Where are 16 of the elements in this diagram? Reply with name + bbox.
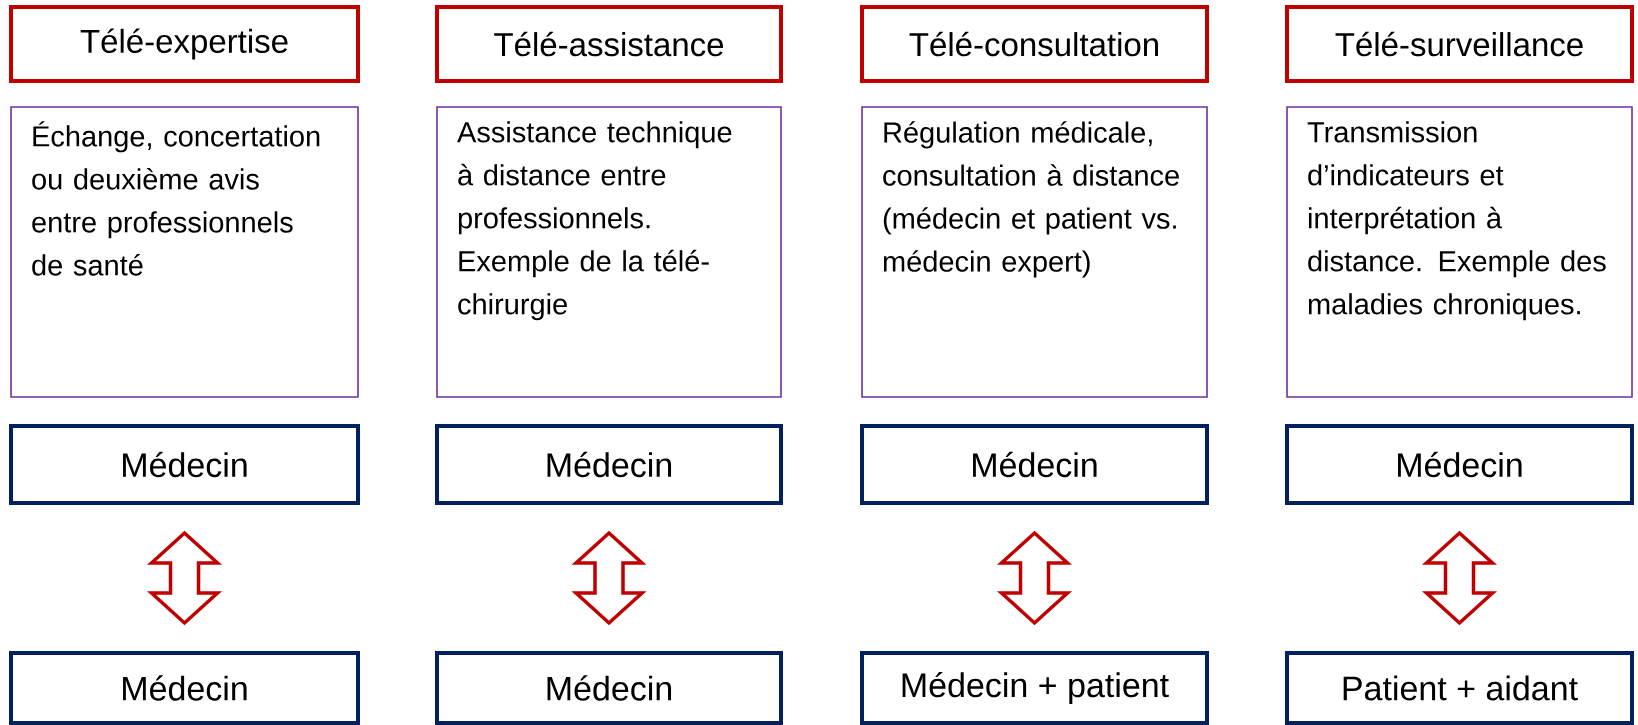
title-box: Télé-surveillance (1285, 5, 1634, 83)
title-box: Télé-assistance (435, 5, 783, 83)
role-box: Médecin + patient (860, 651, 1209, 725)
description-box: Transmission d’indicateurs et interprétation à distance. Exemple des maladies chroniques. (1286, 106, 1633, 398)
description-box: Échange, concertation ou deuxième avis entre professionnels de santé (10, 106, 359, 398)
description-box: Assistance technique à distance entre professionnels. Exemple de la télé-chirurgie (436, 106, 782, 398)
title-box: Télé-expertise (9, 5, 360, 83)
role-box: Médecin (435, 651, 783, 725)
role-box: Médecin (9, 424, 360, 505)
role-box: Médecin (435, 424, 783, 505)
role-box: Médecin (1285, 424, 1634, 505)
role-box: Patient + aidant (1285, 651, 1634, 725)
description-box: Régulation médicale, consultation à distance (médecin et patient vs. médecin expert) (861, 106, 1208, 398)
role-box: Médecin (9, 651, 360, 725)
title-box: Télé-consultation (860, 5, 1209, 83)
role-box: Médecin (860, 424, 1209, 505)
